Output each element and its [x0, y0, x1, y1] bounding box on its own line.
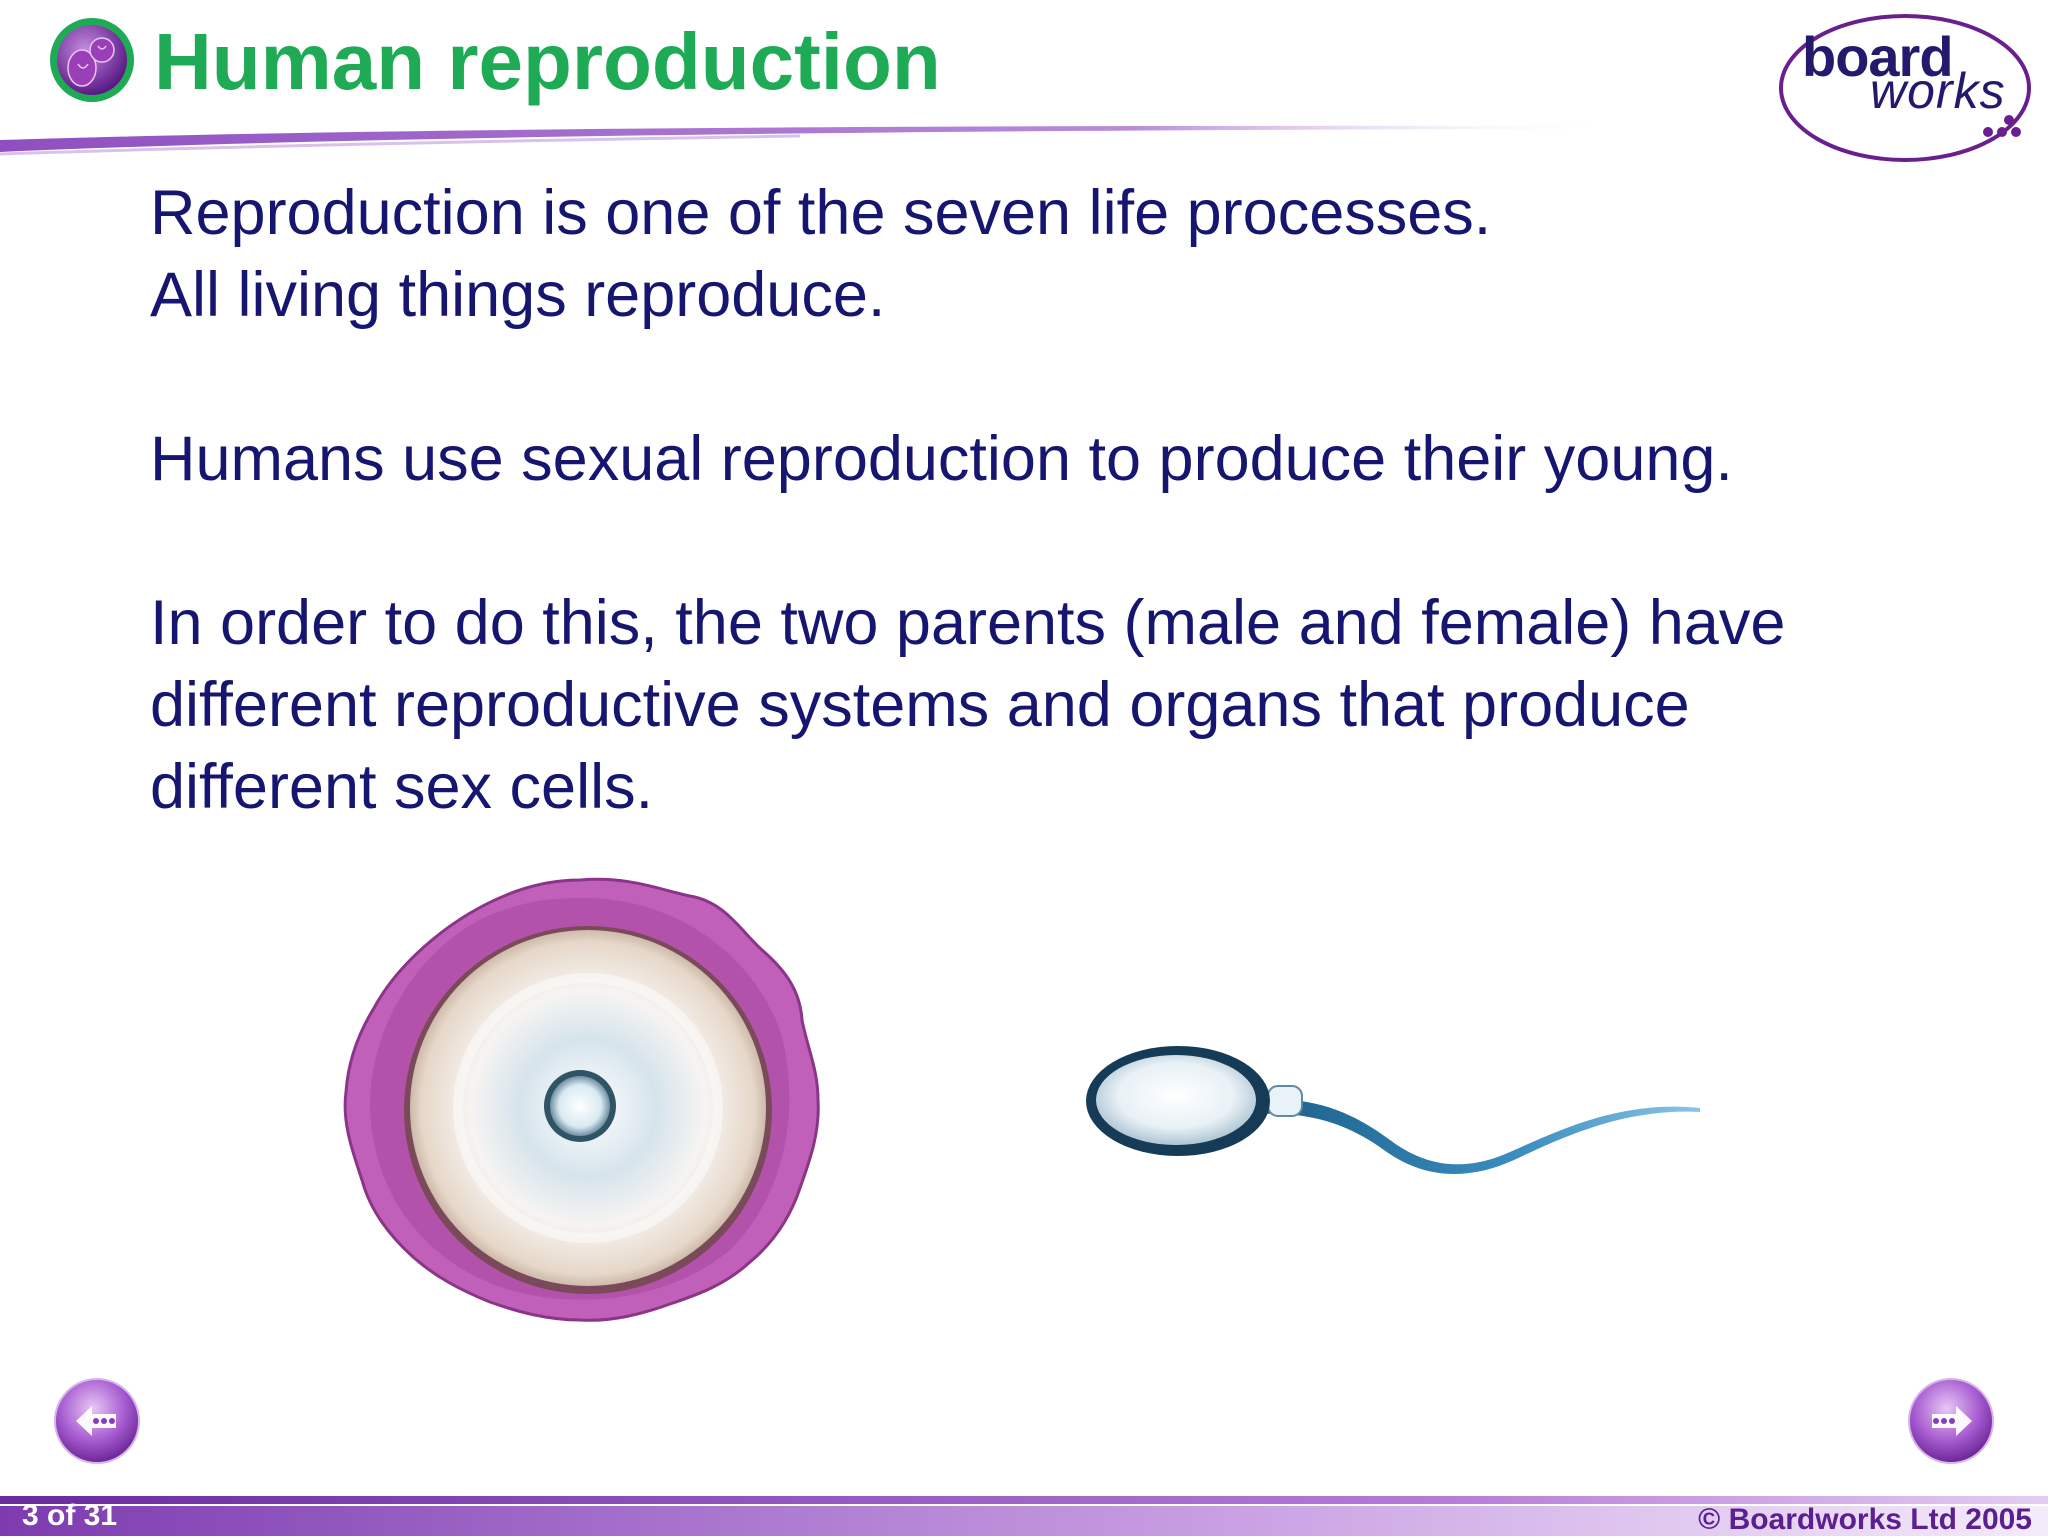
- logo-word-board: board: [1802, 25, 1954, 88]
- footer-band: [0, 1496, 2048, 1504]
- previous-slide-icon[interactable]: [52, 1376, 142, 1466]
- boardworks-logo: board works: [1770, 8, 2040, 168]
- page-counter: 3 of 31: [22, 1499, 118, 1532]
- next-slide-icon[interactable]: [1906, 1376, 1996, 1466]
- paragraph-parents: In order to do this, the two parents (ma…: [150, 582, 1785, 828]
- copyright-text: © Boardworks Ltd 2005: [1698, 1503, 2032, 1536]
- text-line: In order to do this, the two parents (ma…: [150, 588, 1786, 658]
- text-line: different reproductive systems and organ…: [150, 670, 1690, 740]
- footer-band-lower: [0, 1506, 2048, 1536]
- logo-word-works: works: [1870, 63, 2006, 119]
- page-title: Human reproduction: [154, 17, 941, 106]
- title-underline: [0, 125, 1620, 156]
- text-line: All living things reproduce.: [150, 260, 886, 330]
- text-line: different sex cells.: [150, 752, 654, 822]
- egg-cell-icon: [343, 877, 820, 1322]
- paragraph-sexual-reproduction: Humans use sexual reproduction to produc…: [150, 418, 1733, 500]
- paragraph-life-processes: Reproduction is one of the seven life pr…: [150, 172, 1491, 336]
- sperm-cell-icon: [1086, 1046, 1700, 1174]
- text-line: Reproduction is one of the seven life pr…: [150, 178, 1492, 248]
- footer-bar: [0, 1496, 2048, 1536]
- text-line: Humans use sexual reproduction to produc…: [150, 424, 1733, 494]
- embryo-icon: [50, 18, 134, 102]
